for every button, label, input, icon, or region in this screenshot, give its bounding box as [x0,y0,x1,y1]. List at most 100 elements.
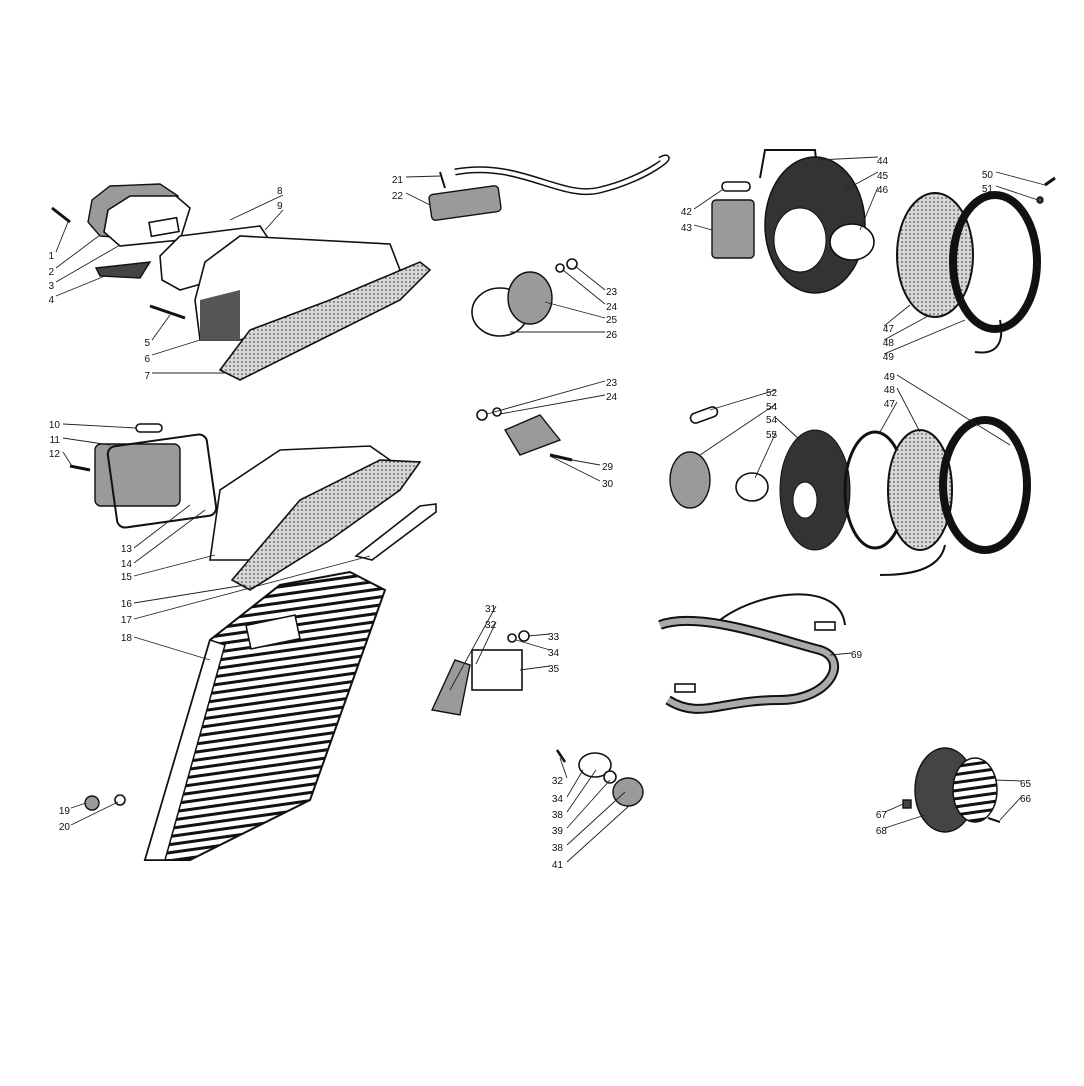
terminal-icon [674,683,696,693]
washer-icon [603,770,617,784]
terminal-icon [814,621,836,631]
bulb-icon [689,406,719,424]
callout-label: 38 [552,843,564,854]
callout-label: 54 [766,415,778,426]
bracket [503,414,562,456]
screw-icon [987,817,1001,823]
grille-edge [143,639,226,861]
callout-label: 7 [144,371,150,382]
lamp-holder [669,451,711,509]
callout-label: 24 [606,392,618,403]
rear-grille-panel [84,570,387,861]
reflector-opening [773,207,827,273]
switch-harness [428,154,670,221]
rim [939,416,1031,554]
number-plate-light-assembly [69,423,437,591]
callout-label: 54 [766,402,778,413]
callout-label: 17 [121,615,133,626]
rim [949,191,1041,333]
callout-label: 42 [681,207,693,218]
flange-plate [578,752,612,778]
callout-label: 69 [851,650,863,661]
horn-grille [952,757,998,823]
callout-label: 41 [552,860,564,871]
callout-label: 31 [485,604,497,615]
reflector-strip [94,261,152,279]
nut-icon [518,630,530,642]
callout-label: 65 [1020,779,1032,790]
callout-label: 11 [50,435,61,446]
connector-assembly [430,630,530,716]
callout-label: 14 [121,559,133,570]
callout-label: 48 [883,338,895,349]
callout-label: 23 [606,287,618,298]
headlamp-lower [669,406,1031,576]
callout-label: 33 [548,632,560,643]
nut-icon [84,795,100,811]
callout-label: 22 [392,191,404,202]
bulb-icon [148,216,180,238]
reflector-opening [792,481,818,519]
callout-label: 20 [59,822,71,833]
callout-label: 15 [121,572,133,583]
callout-label: 43 [681,223,693,234]
plate-gasket [230,459,422,591]
headlamp-bulb-icon [735,472,769,502]
callout-label: 52 [766,388,778,399]
washer-icon [114,794,126,806]
stop-switch-assembly [471,258,578,462]
terminal-icon [902,799,912,809]
callout-label: 48 [884,385,896,396]
bulb-icon [135,423,163,433]
callout-label: 49 [884,372,896,383]
callout-label: 67 [876,810,888,821]
mounting-gasket [218,261,432,381]
screw-icon [549,453,573,462]
callout-label: 32 [552,776,564,787]
callout-label: 10 [49,420,61,431]
callout-label: 25 [606,315,618,326]
lens [887,429,953,551]
grille-panel [143,570,387,861]
plate-lens-strip [354,503,437,561]
callout-label: 39 [552,826,564,837]
leader-lines [55,156,1046,863]
tail-light-assembly [51,183,432,381]
callout-labels: 1 2 3 4 5 6 7 8 9 10 11 12 13 14 15 16 1… [48,156,1031,871]
callout-label: 44 [877,156,889,167]
bolt-icon [149,304,186,320]
callout-label: 51 [982,184,994,195]
switch-cap [507,271,553,325]
callout-label: 55 [766,430,778,441]
callout-label: 1 [48,251,54,262]
bulb-icon [721,181,751,192]
switch-block [428,185,502,221]
callout-label: 5 [144,338,150,349]
headlamp-bulb-icon [829,223,875,261]
callout-label: 50 [982,170,994,181]
screw-icon [555,749,567,763]
callout-label: 38 [552,810,564,821]
callout-label: 68 [876,826,888,837]
lamp-holder [711,199,755,259]
nut-icon [566,258,578,270]
callout-label: 29 [602,462,614,473]
screw-icon [1044,176,1056,187]
washer-icon [507,633,517,643]
nut-icon [476,409,488,421]
callout-label: 49 [883,352,895,363]
callout-label: 13 [121,544,133,555]
callout-label: 26 [606,330,618,341]
headlamp-upper [711,149,1056,354]
callout-label: 24 [606,302,618,313]
callout-label: 18 [121,633,133,644]
callout-label: 32 [485,620,497,631]
callout-label: 12 [49,449,61,460]
washer-icon [555,263,565,273]
callout-label: 21 [392,175,404,186]
callout-label: 9 [277,201,283,212]
callout-label: 23 [606,378,618,389]
callout-label: 19 [59,806,71,817]
